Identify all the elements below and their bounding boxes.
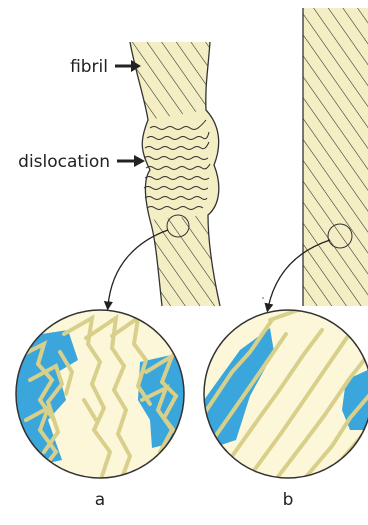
fibril-label: fibril — [70, 57, 108, 77]
dislocation-arrow — [117, 155, 145, 167]
fibril-right — [303, 8, 368, 306]
dislocation-label: dislocation — [18, 152, 110, 172]
fibril-left — [130, 42, 220, 306]
panel-b-label: b — [283, 490, 294, 510]
magnified-view-b — [200, 306, 368, 484]
panel-a-label: a — [95, 490, 105, 510]
magnified-view-a — [16, 310, 184, 478]
